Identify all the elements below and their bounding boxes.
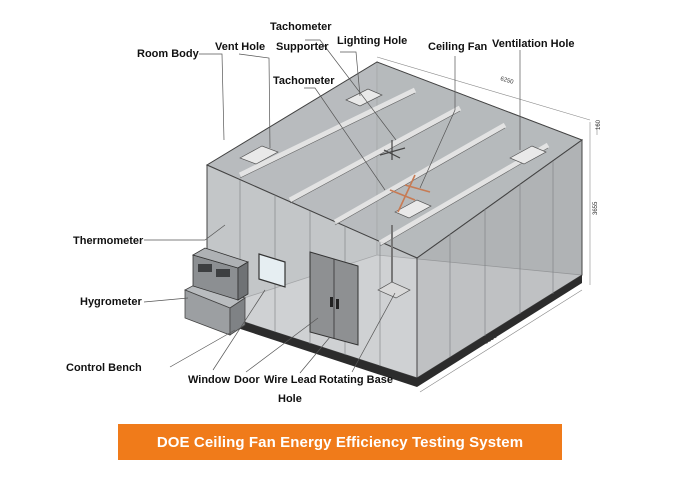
- door-panel: [309, 251, 359, 346]
- label-door: Door: [234, 374, 260, 386]
- dim-length: 6250: [499, 76, 514, 86]
- dim-top: 160: [596, 119, 602, 130]
- leader-lines: [143, 39, 521, 374]
- label-tachometer: Tachometer: [273, 75, 335, 87]
- label-wire-lead-hole-line1: Wire Lead: [264, 374, 316, 386]
- label-wire-lead-hole-line2: Hole: [278, 393, 302, 405]
- label-lighting-hole: Lighting Hole: [337, 35, 407, 47]
- label-ventilation-hole: Ventilation Hole: [492, 38, 575, 50]
- title-banner: DOE Ceiling Fan Energy Efficiency Testin…: [118, 424, 562, 460]
- label-tachometer-supporter-line2: Supporter: [276, 41, 329, 53]
- label-ceiling-fan: Ceiling Fan: [428, 41, 488, 53]
- label-vent-hole: Vent Hole: [215, 41, 265, 53]
- label-rotating-base: Rotating Base: [319, 374, 393, 386]
- dimension-lines: [376, 56, 598, 393]
- title-banner-text: DOE Ceiling Fan Energy Efficiency Testin…: [156, 433, 524, 451]
- room-body: [205, 61, 584, 387]
- label-window: Window: [188, 374, 230, 386]
- dim-height: 3655: [593, 201, 599, 215]
- window-panel: [258, 253, 286, 288]
- label-thermometer: Thermometer: [73, 235, 144, 247]
- label-tachometer-supporter-line1: Tachometer: [270, 21, 332, 33]
- label-control-bench: Control Bench: [66, 362, 142, 374]
- label-hygrometer: Hygrometer: [80, 296, 142, 308]
- label-room-body: Room Body: [137, 48, 200, 60]
- control-bench: [184, 247, 249, 336]
